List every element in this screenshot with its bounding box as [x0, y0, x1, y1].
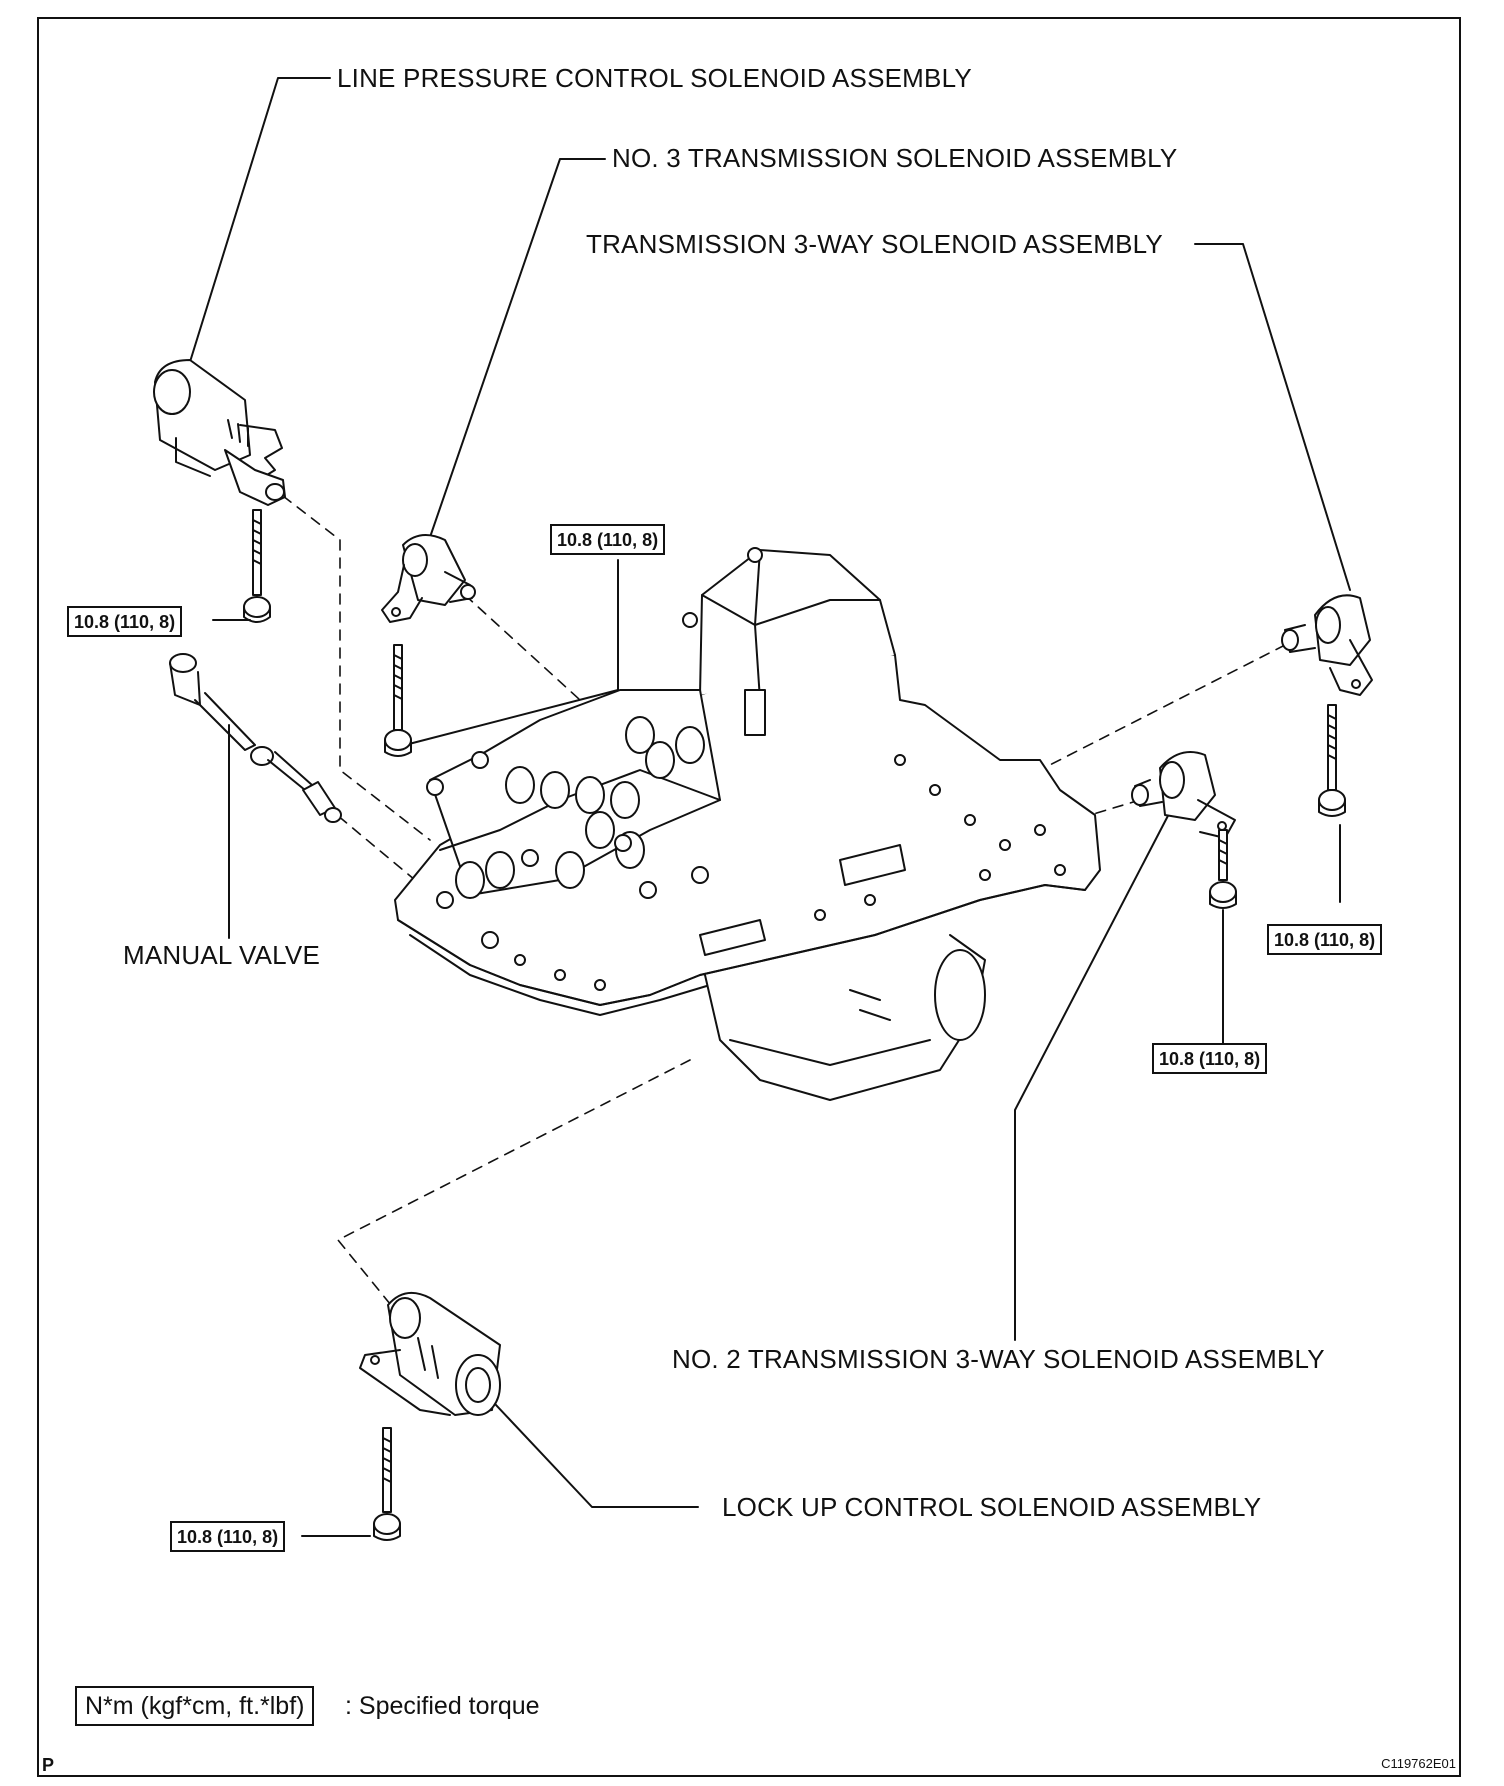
torque-spec-3: 10.8 (110, 8) — [1267, 924, 1383, 955]
leader-three-way — [1194, 243, 1351, 591]
label-three-way-solenoid: TRANSMISSION 3-WAY SOLENOID ASSEMBLY — [586, 229, 1163, 259]
bolt-2 — [384, 644, 412, 757]
leader-line-pressure — [184, 77, 331, 379]
bolt-4 — [1209, 829, 1237, 909]
leader-lines — [184, 77, 1351, 1537]
line-pressure-solenoid — [153, 359, 286, 506]
bolt-3 — [1318, 704, 1346, 817]
bolt-5 — [373, 1427, 401, 1541]
valve-spools — [455, 716, 705, 899]
torque-spec-5: 10.8 (110, 8) — [170, 1521, 286, 1552]
alignment-lines — [282, 495, 1286, 1311]
plate-holes — [514, 754, 1066, 991]
corner-mark: P — [42, 1755, 55, 1775]
no2-solenoid-part — [1131, 751, 1236, 839]
manual-valve-part — [169, 653, 342, 823]
leader-no2 — [1014, 807, 1173, 1341]
body-bolts — [426, 547, 763, 949]
label-line-pressure-solenoid: LINE PRESSURE CONTROL SOLENOID ASSEMBLY — [337, 63, 972, 93]
label-no2-three-way-solenoid: NO. 2 TRANSMISSION 3-WAY SOLENOID ASSEMB… — [672, 1344, 1325, 1374]
figure-code: C119762E01 — [1381, 1756, 1456, 1771]
lock-up-solenoid-part — [359, 1291, 501, 1416]
valve-body — [394, 547, 1101, 1101]
no3-solenoid-part — [381, 534, 476, 623]
label-lock-up-solenoid: LOCK UP CONTROL SOLENOID ASSEMBLY — [722, 1492, 1262, 1522]
label-manual-valve: MANUAL VALVE — [123, 940, 320, 970]
torque-spec-2: 10.8 (110, 8) — [550, 524, 666, 555]
label-no3-solenoid: NO. 3 TRANSMISSION SOLENOID ASSEMBLY — [612, 143, 1178, 173]
diagram-frame — [37, 17, 1461, 1777]
three-way-solenoid-part — [1281, 594, 1373, 696]
leader-no3 — [427, 158, 606, 544]
bolt-1 — [243, 509, 271, 623]
leader-lock-up — [479, 1387, 699, 1508]
torque-spec-1: 10.8 (110, 8) — [67, 606, 183, 637]
torque-spec-4: 10.8 (110, 8) — [1152, 1043, 1268, 1074]
legend-torque-text: : Specified torque — [345, 1692, 540, 1720]
legend-torque-unit-box: N*m (kgf*cm, ft.*lbf) — [75, 1686, 315, 1726]
